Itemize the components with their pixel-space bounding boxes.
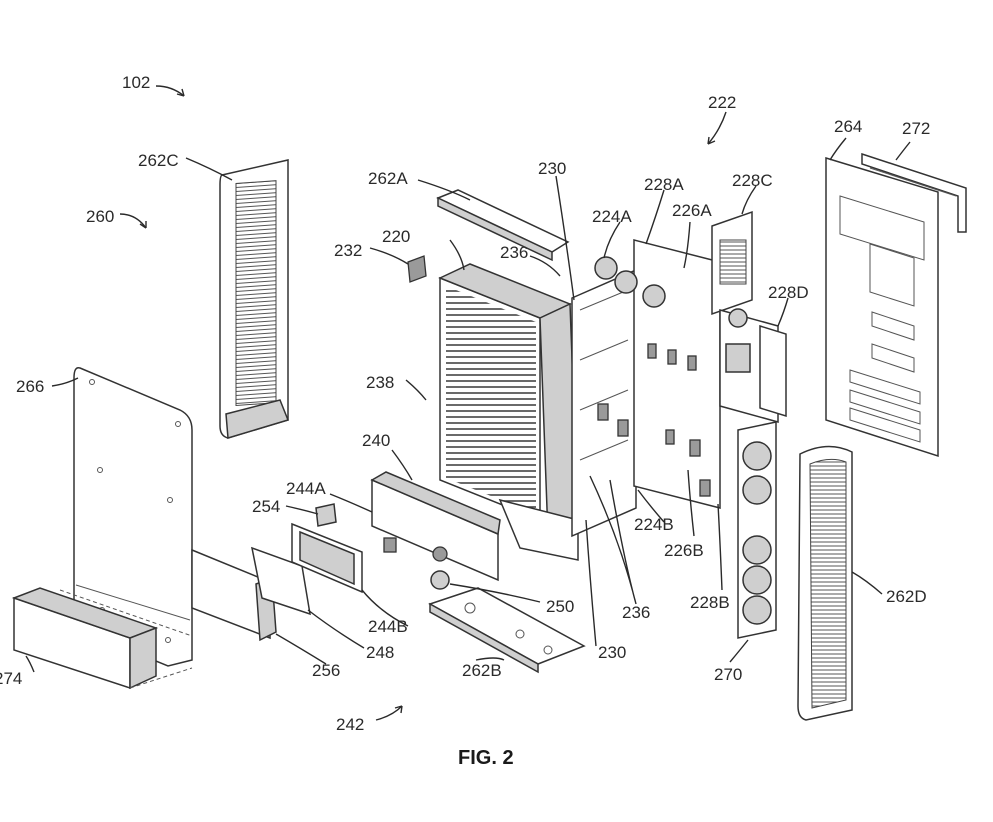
label-226B: 226B	[664, 541, 704, 560]
board-228D	[719, 308, 787, 423]
label-250: 250	[546, 597, 574, 616]
label-232: 232	[334, 241, 362, 260]
leader-lines	[25, 85, 911, 721]
label-260: 260	[86, 207, 114, 226]
board-248	[251, 546, 311, 616]
label-266: 266	[16, 377, 44, 396]
board-228C	[711, 210, 753, 316]
label-256: 256	[312, 661, 340, 680]
gasket-232	[407, 255, 427, 283]
side-grille-262D	[797, 445, 853, 721]
figure-caption: FIG. 2	[458, 747, 514, 769]
rear-panel-264	[825, 156, 939, 458]
label-226A: 226A	[672, 201, 712, 220]
label-228C: 228C	[732, 171, 773, 190]
label-270: 270	[714, 665, 742, 684]
label-228D: 228D	[768, 283, 809, 302]
clip-254	[315, 503, 337, 527]
label-248: 248	[366, 643, 394, 662]
label-238: 238	[366, 373, 394, 392]
base-274	[11, 587, 193, 690]
label-236-bottom: 236	[622, 603, 650, 622]
label-240: 240	[362, 431, 390, 450]
label-242: 242	[336, 715, 364, 734]
label-262A: 262A	[368, 169, 408, 188]
label-222: 222	[708, 93, 736, 112]
label-262C: 262C	[138, 151, 179, 170]
top-cover-262A	[436, 189, 570, 262]
label-244A: 244A	[286, 479, 326, 498]
fan-module-270	[737, 421, 777, 639]
heat-sink-238	[438, 263, 579, 561]
label-272: 272	[902, 119, 930, 138]
label-254: 254	[252, 497, 280, 516]
label-224A: 224A	[592, 207, 632, 226]
label-224B: 224B	[634, 515, 674, 534]
label-244B: 244B	[368, 617, 408, 636]
side-grille-262C	[219, 159, 290, 439]
label-236-top: 236	[500, 243, 528, 262]
label-262D: 262D	[886, 587, 927, 606]
reference-labels: 102 222 264 272 262C 260 262A 230 228A 2…	[0, 73, 930, 769]
board-240	[370, 471, 501, 590]
label-228A: 228A	[644, 175, 684, 194]
label-102: 102	[122, 73, 150, 92]
gasket-272	[861, 152, 967, 233]
board-228A	[594, 239, 721, 509]
label-262B: 262B	[462, 661, 502, 680]
label-230-bottom: 230	[598, 643, 626, 662]
board-244B	[291, 522, 363, 594]
label-230-top: 230	[538, 159, 566, 178]
label-220: 220	[382, 227, 410, 246]
label-228B: 228B	[690, 593, 730, 612]
bottom-plate-262B	[428, 587, 586, 674]
frame-230	[571, 268, 637, 538]
label-274: 274	[0, 669, 22, 688]
label-264: 264	[834, 117, 862, 136]
